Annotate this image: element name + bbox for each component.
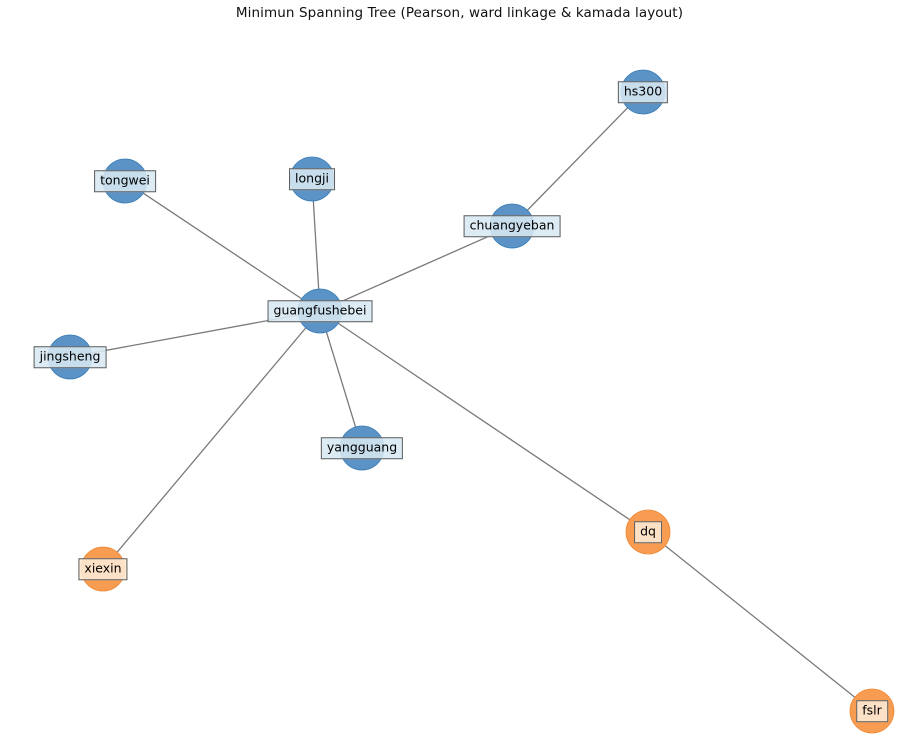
graph-edge bbox=[124, 180, 321, 312]
graph-edge bbox=[319, 310, 649, 533]
node-label-chuangyeban: chuangyeban bbox=[463, 215, 561, 237]
node-label-hs300: hs300 bbox=[617, 81, 669, 103]
graph-edge bbox=[319, 310, 363, 449]
edge-layer bbox=[69, 91, 873, 712]
node-label-guangfushebei: guangfushebei bbox=[267, 300, 373, 322]
chart-title: Minimun Spanning Tree (Pearson, ward lin… bbox=[235, 5, 684, 21]
node-label-longji: longji bbox=[289, 168, 335, 190]
node-label-tongwei: tongwei bbox=[94, 170, 156, 192]
node-label-xiexin: xiexin bbox=[78, 558, 128, 580]
graph-edge bbox=[102, 310, 321, 570]
node-label-fslr: fslr bbox=[856, 700, 888, 722]
node-layer bbox=[47, 69, 895, 734]
node-label-dq: dq bbox=[634, 521, 662, 543]
node-label-yangguang: yangguang bbox=[320, 437, 404, 459]
node-label-jingsheng: jingsheng bbox=[33, 346, 107, 368]
graph-edge bbox=[511, 91, 644, 227]
graph-edge bbox=[647, 531, 873, 712]
graph-edge bbox=[319, 225, 513, 312]
